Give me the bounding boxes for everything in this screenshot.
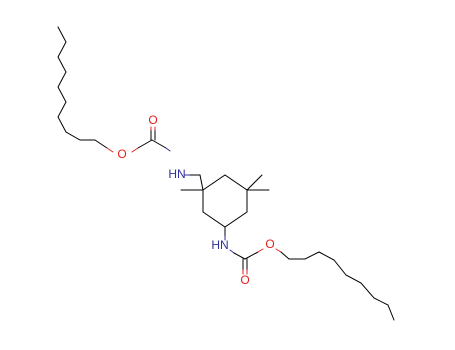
top-alkyl-chain <box>57 26 96 141</box>
oxygen-ester-bottom-label: O <box>265 237 274 251</box>
methyl-right-top <box>246 174 263 191</box>
oxygen-carbonyl-bottom-label: O <box>240 273 249 287</box>
bottom-carbamate-group <box>229 248 290 275</box>
bottom-alkyl-chain <box>288 251 395 321</box>
ester-bond-top <box>94 139 108 149</box>
nh-bottom-label: HN <box>211 238 228 252</box>
nh-top-label: HN <box>168 167 185 181</box>
oxygen-carbonyl-top-label: O <box>148 113 157 127</box>
cyclohexane-ring <box>180 174 270 241</box>
top-carbamate-group <box>94 126 171 153</box>
top-linker <box>184 174 204 191</box>
oxygen-ester-top-label: O <box>117 147 126 161</box>
atom-labels: O O HN HN O O <box>117 113 274 287</box>
